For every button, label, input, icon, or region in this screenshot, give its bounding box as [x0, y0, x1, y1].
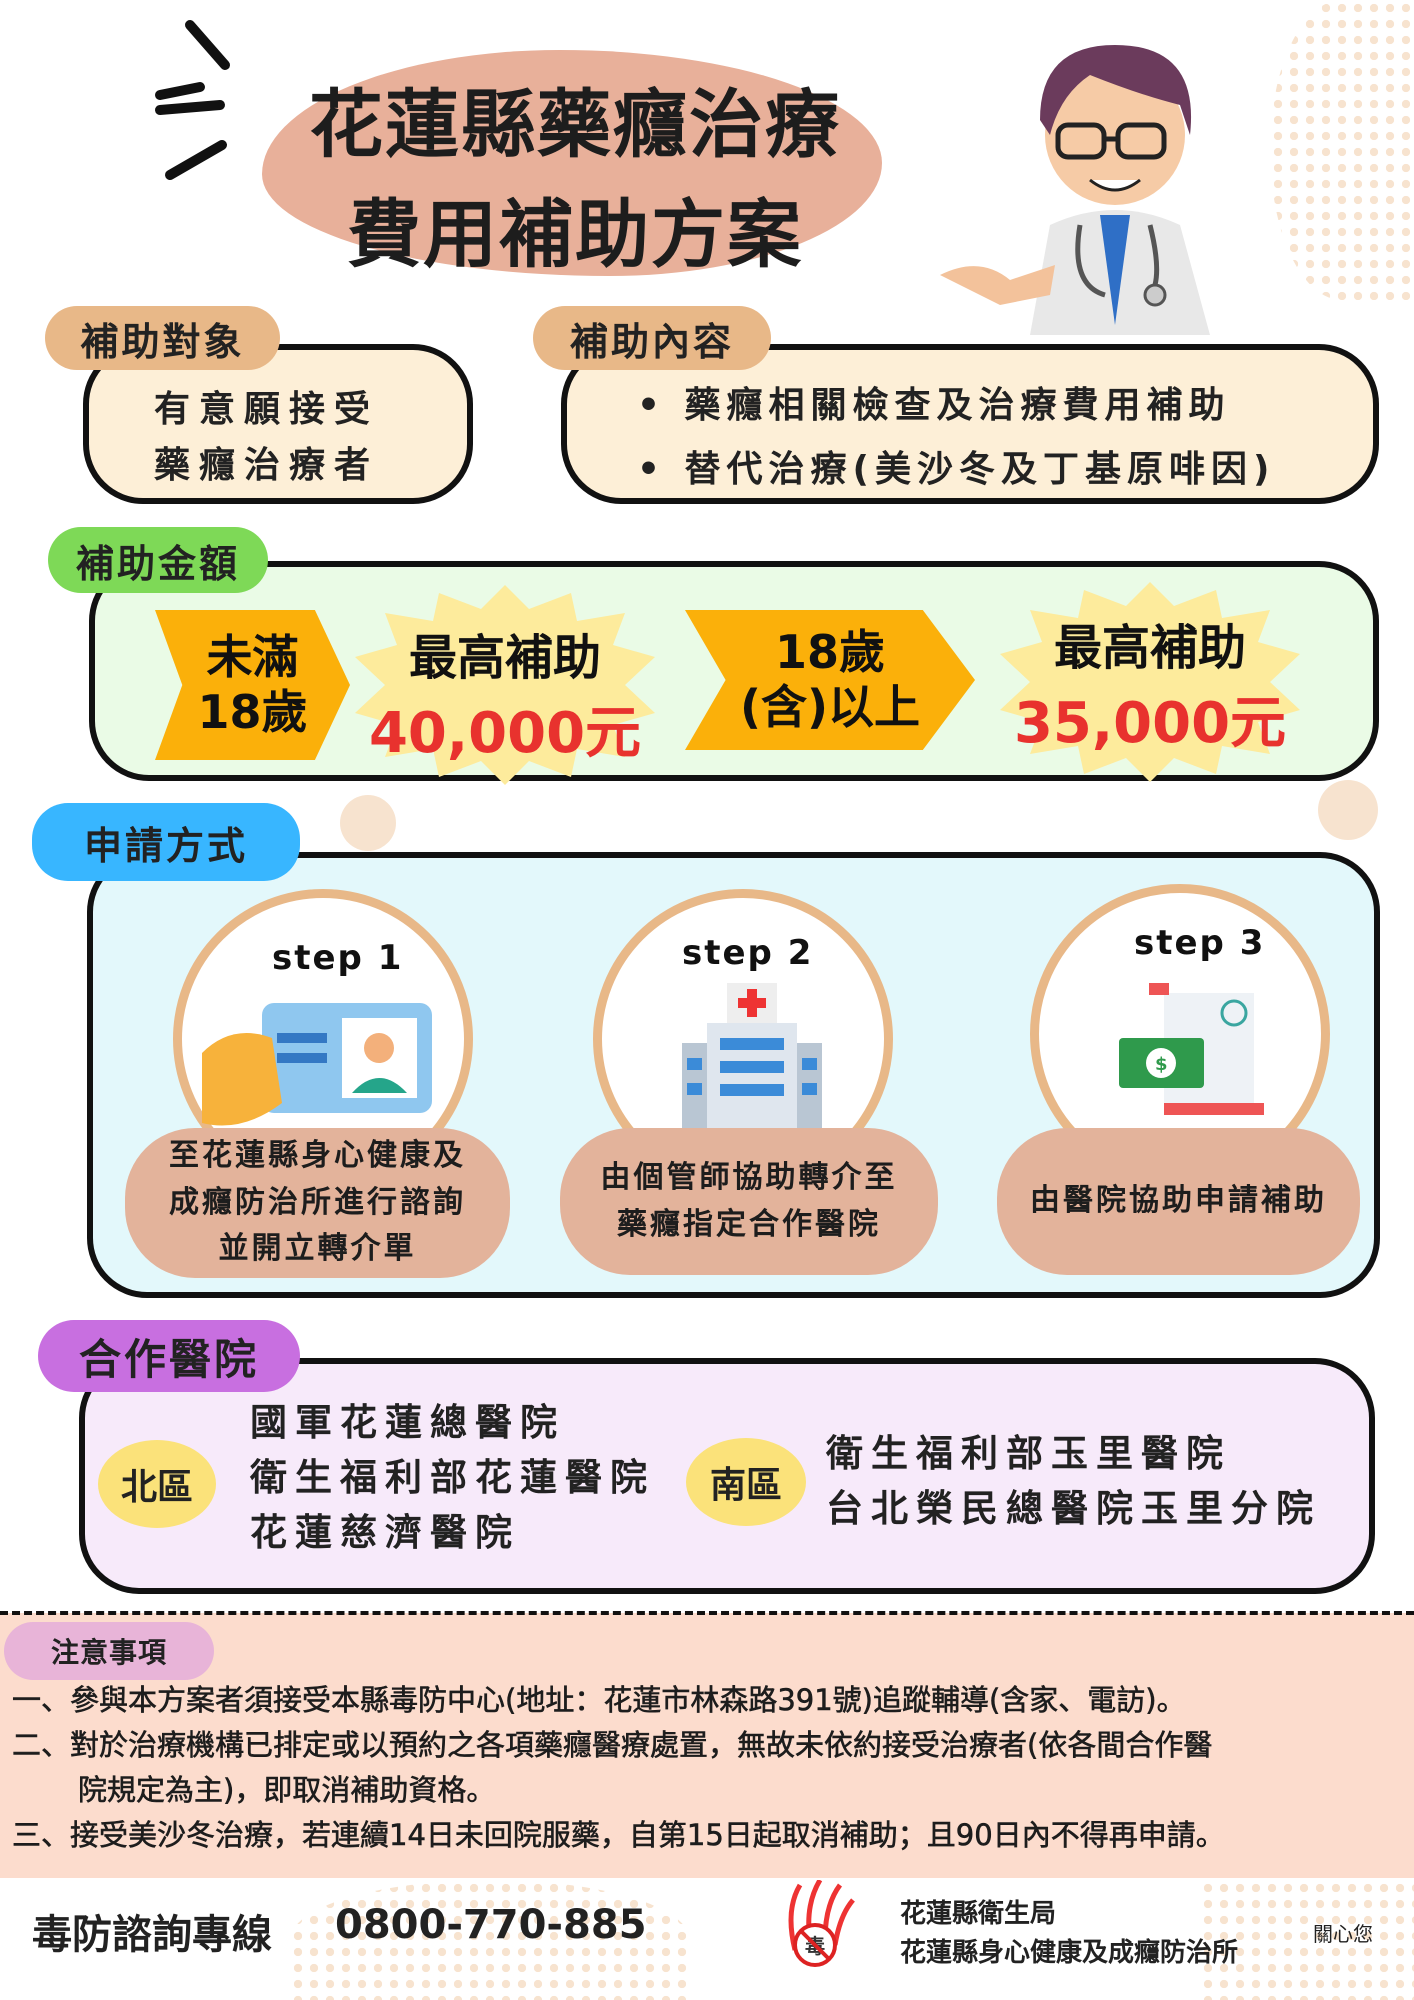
hotline-number[interactable]: 0800-770-885 — [335, 1902, 647, 1948]
notice-tag: 注意事項 — [4, 1622, 214, 1680]
step-text: 由個管師協助轉介至 — [600, 1160, 898, 1195]
starburst — [1000, 582, 1300, 782]
org-name-1: 花蓮縣衛生局 — [900, 1899, 1057, 1929]
doctor-illustration — [940, 45, 1210, 335]
apply-tag: 申請方式 — [32, 803, 300, 881]
notice-item: 三、接受美沙冬治療，若連續14日未回院服藥，自第15日起取消補助；且90日內不得… — [12, 1818, 1225, 1853]
anti-drug-logo: 毒 — [788, 1880, 855, 1967]
content-item: • 藥癮相關檢查及治療費用補助 — [637, 385, 1231, 426]
hospital-name: 衛生福利部花蓮醫院 — [250, 1456, 655, 1499]
decorative-dots — [1200, 1880, 1414, 2000]
id-card-icon — [202, 1003, 432, 1126]
amount-18-plus: 最高補助 35,000元 — [1005, 608, 1295, 759]
amount-value: 35,000元 — [1013, 691, 1287, 756]
dashed-divider — [0, 1611, 1414, 1615]
hospital-name: 國軍花蓮總醫院 — [250, 1401, 565, 1444]
amount-label: 最高補助 — [408, 630, 601, 686]
invoice-money-icon: $ — [1119, 983, 1264, 1115]
content-item: • 替代治療(美沙冬及丁基原啡因) — [637, 449, 1276, 490]
page-title-line1: 花蓮縣藥癮治療 — [309, 82, 841, 168]
starburst — [355, 585, 655, 785]
hotline-label: 毒防諮詢專線 — [32, 1912, 272, 1958]
emphasis-lines-icon — [155, 20, 230, 180]
target-line: 有意願接受 — [154, 389, 380, 430]
south-hospital-list: 衛生福利部玉里醫院台北榮民總醫院玉里分院 — [826, 1426, 1321, 1536]
content-tag: 補助內容 — [533, 306, 771, 370]
decorative-circle — [340, 795, 396, 851]
age-18-plus-arrow: 18歲(含)以上 — [685, 610, 975, 750]
notice-item: 二、對於治療機構已排定或以預約之各項藥癮醫療處置，無故未依約接受治療者(依各間合… — [12, 1728, 1213, 1763]
target-tag: 補助對象 — [45, 306, 280, 370]
amount-under-18: 最高補助 40,000元 — [360, 618, 650, 769]
step-text: 藥癮指定合作醫院 — [617, 1206, 881, 1242]
hospital-name: 花蓮慈濟醫院 — [250, 1511, 520, 1554]
age-label: 18歲 — [197, 685, 308, 739]
svg-text:$: $ — [1155, 1054, 1168, 1075]
amount-tag: 補助金額 — [48, 527, 268, 593]
north-hospital-list: 國軍花蓮總醫院衛生福利部花蓮醫院花蓮慈濟醫院 — [250, 1395, 655, 1560]
hospital-name: 台北榮民總醫院玉里分院 — [826, 1487, 1321, 1530]
step-1-description: 至花蓮縣身心健康及成癮防治所進行諮詢並開立轉介單 — [125, 1128, 510, 1278]
content-item-text: 替代治療(美沙冬及丁基原啡因) — [684, 449, 1276, 490]
step-text: 成癮防治所進行諮詢 — [169, 1184, 466, 1220]
step-text: 至花蓮縣身心健康及 — [169, 1138, 466, 1174]
step-text: 由醫院協助申請補助 — [1030, 1183, 1327, 1219]
notice-item: 院規定為主)，即取消補助資格。 — [78, 1773, 496, 1808]
decorative-dots — [1270, 0, 1414, 300]
south-region-badge: 南區 — [686, 1438, 806, 1526]
page-title-line2: 費用補助方案 — [347, 192, 803, 278]
target-line: 藥癮治療者 — [154, 445, 380, 486]
content-box: • 藥癮相關檢查及治療費用補助 • 替代治療(美沙冬及丁基原啡因) — [561, 344, 1379, 504]
care-text: 關心您 — [1313, 1922, 1373, 1946]
step-label: step 3 — [1134, 923, 1266, 963]
hospital-icon — [682, 983, 822, 1133]
step-label: step 1 — [272, 938, 404, 978]
age-label: 18歲 — [774, 624, 885, 679]
amount-value: 40,000元 — [368, 701, 642, 766]
step-2-description: 由個管師協助轉介至藥癮指定合作醫院 — [560, 1128, 938, 1275]
step-label: step 2 — [682, 933, 814, 973]
step-3-description: 由醫院協助申請補助 — [997, 1128, 1360, 1275]
step-text: 並開立轉介單 — [218, 1231, 417, 1267]
org-name-2: 花蓮縣身心健康及成癮防治所 — [900, 1938, 1239, 1968]
amount-label: 最高補助 — [1053, 620, 1246, 676]
decorative-dots — [290, 1880, 690, 2000]
age-label: 未滿 — [206, 629, 299, 684]
hospitals-tag: 合作醫院 — [38, 1320, 300, 1392]
title-background — [262, 50, 882, 276]
north-region-badge: 北區 — [98, 1440, 216, 1528]
notice-section — [0, 1613, 1414, 1878]
content-item-text: 藥癮相關檢查及治療費用補助 — [684, 385, 1231, 426]
hospital-name: 衛生福利部玉里醫院 — [826, 1432, 1231, 1475]
notice-item: 一、參與本方案者須接受本縣毒防中心(地址：花蓮市林森路391號)追蹤輔導(含家、… — [12, 1683, 1186, 1718]
decorative-circle — [1318, 780, 1378, 840]
age-label: (含)以上 — [739, 680, 921, 734]
